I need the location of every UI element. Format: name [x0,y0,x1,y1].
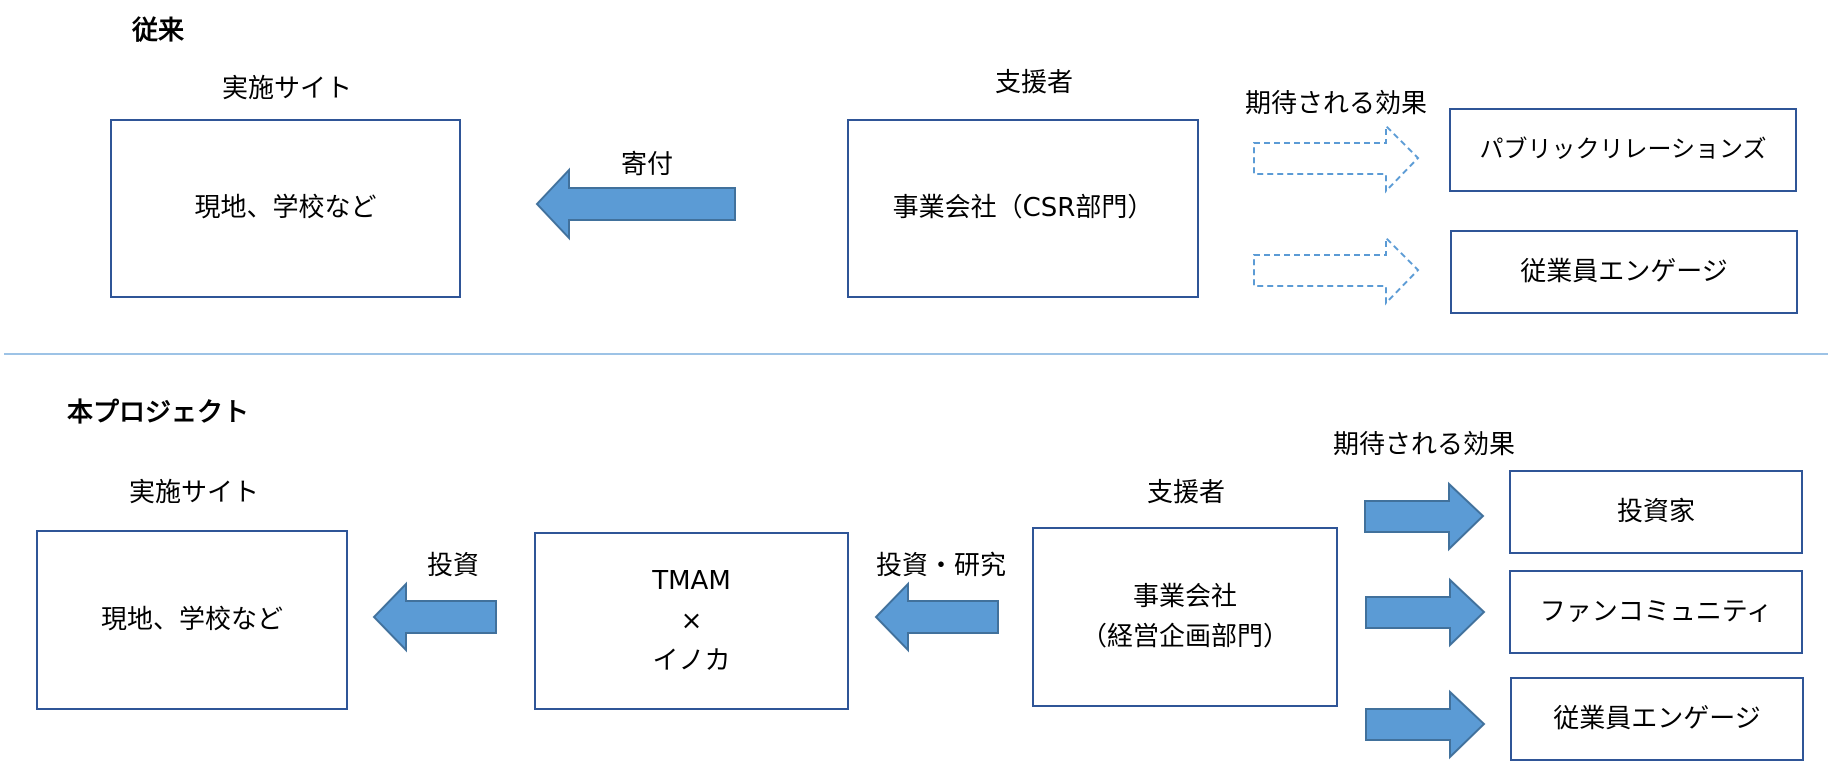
effect-box: パブリックリレーションズ [1449,108,1797,192]
donation-label: 寄付 [621,150,674,180]
effect-box: 投資家 [1509,470,1803,554]
section-divider [4,353,1828,355]
section-title-project: 本プロジェクト [67,398,250,428]
supporter-box-line: （経営企画部門） [1080,622,1289,652]
effect-label: 投資家 [1616,496,1695,527]
supporter-box: 事業会社 （経営企画部門） [1032,527,1338,707]
effect-box: ファンコミュニティ [1509,570,1803,654]
effect-label: 従業員エンゲージ [1520,256,1728,287]
effect-arrow [1365,689,1486,760]
investment-research-label: 投資・研究 [876,551,1007,581]
middle-box: TMAM × イノカ [534,532,849,710]
effect-arrow-dashed [1253,123,1420,194]
effect-label: パブリックリレーションズ [1479,135,1767,164]
effects-heading: 期待される効果 [1245,89,1428,119]
supporter-box-line: 事業会社 [1132,581,1237,612]
supporter-box: 事業会社（CSR部門） [847,119,1199,298]
site-box: 現地、学校など [110,119,461,298]
effect-label: ファンコミュニティ [1539,596,1773,627]
supporter-box-label: 事業会社（CSR部門） [892,193,1154,224]
effect-label: 従業員エンゲージ [1553,703,1761,734]
investment-arrow [372,581,497,653]
site-box-label: 現地、学校など [194,193,377,224]
middle-box-text: TMAM × イノカ [652,561,731,682]
site-heading: 実施サイト [222,74,353,104]
supporter-heading: 支援者 [995,68,1074,98]
investment-research-arrow [874,581,999,653]
effects-heading: 期待される効果 [1333,430,1516,460]
site-box: 現地、学校など [36,530,348,710]
investment-label: 投資 [427,551,480,581]
site-heading: 実施サイト [129,478,260,508]
site-box-label: 現地、学校など [100,604,283,635]
middle-box-line: TMAM [652,565,731,596]
section-title-conventional: 従来 [132,16,185,46]
middle-box-line: × [680,605,703,636]
middle-box-line: イノカ [652,646,731,677]
effect-box: 従業員エンゲージ [1510,677,1804,761]
effect-box: 従業員エンゲージ [1450,230,1798,314]
effect-arrow-dashed [1253,235,1420,306]
effect-arrow [1364,481,1485,552]
effect-arrow [1365,577,1486,648]
supporter-heading: 支援者 [1147,478,1226,508]
supporter-box-text: 事業会社 （経営企画部門） [1081,577,1289,658]
donation-arrow [535,167,736,241]
